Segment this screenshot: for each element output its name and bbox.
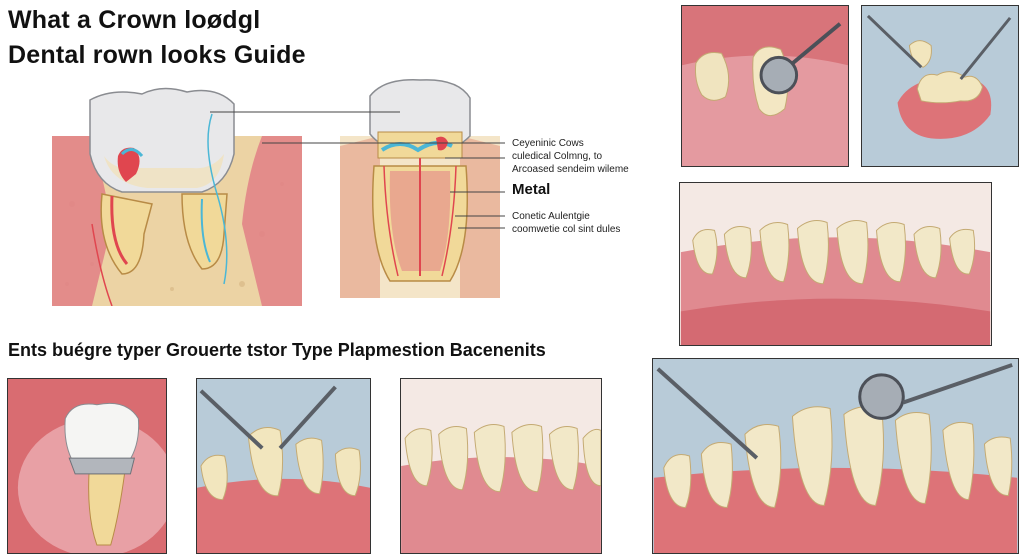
label-ceramic-detail: culedical Colmng, to	[512, 151, 603, 162]
section-heading: Ents buégre typer Grouerte tstor Type Pl…	[8, 340, 546, 360]
page-title-line-1: What a Crown loødgl	[8, 6, 261, 34]
page-title-line-2: Dental rown looks Guide	[8, 41, 306, 69]
panel-mirror-exam	[681, 5, 849, 167]
label-ceramic-crowns: Ceyeninic Cows	[512, 138, 584, 149]
leader-lines	[210, 111, 505, 229]
incisor-cross-section-diagram	[340, 76, 500, 298]
label-cosmetic-detail: coomwetie col sint dules	[512, 224, 621, 235]
panel-crown-tools	[861, 5, 1019, 167]
label-cosmetic: Conetic Aulentgie	[512, 211, 590, 222]
panel-teeth-row	[679, 182, 992, 346]
molar-cross-section-diagram	[52, 84, 302, 306]
panel-tools-on-tooth	[196, 378, 371, 554]
panel-crown-closeup	[7, 378, 167, 554]
label-ceramic-note: Arcoased sendeim wileme	[512, 164, 629, 175]
panel-mirror-probe	[652, 358, 1019, 554]
panel-teeth-closeup	[400, 378, 602, 554]
label-metal: Metal	[512, 181, 551, 198]
